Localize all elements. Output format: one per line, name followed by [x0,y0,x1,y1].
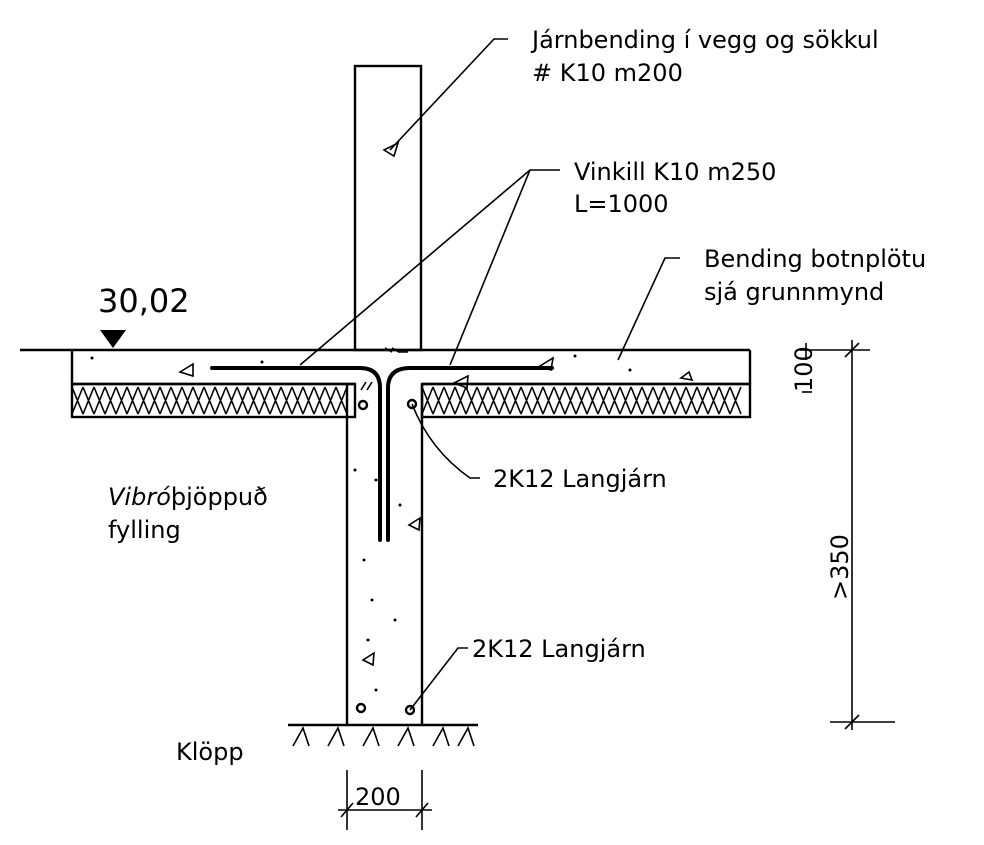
depth-dimension [812,340,895,730]
concrete-marks [178,347,694,667]
long-bar-label-upper: 2K12 Langjárn [493,465,667,493]
footing-width-label: 200 [355,783,401,811]
rock-hatch [292,726,475,747]
long-bar-dot [357,399,369,411]
angle-label-2: L=1000 [574,190,669,218]
fill-label-2: fylling [108,516,181,544]
level-label: 30,02 [98,282,190,320]
slab-label-1: Bending botnplötu [704,245,926,273]
insulation-left [70,382,357,419]
angle-label-1: Vinkill K10 m250 [574,158,776,186]
level-marker-icon [100,330,126,348]
angle-bar-left [210,366,382,542]
wall [353,64,423,352]
slab-rebar-leader [617,257,680,361]
wall-rebar-leader [389,38,508,151]
long-bar-label-lower: 2K12 Langjárn [472,635,646,663]
fill-label-italic: Vibró [108,483,171,511]
insulation-right [420,382,752,419]
angle-bar-right [386,366,554,542]
fill-label-1: Vibróþjöppuð [108,483,268,511]
concrete-dots [90,354,632,692]
fill-label-rest: þjöppuð [171,483,268,511]
long-bar-dot [406,398,418,410]
slab-dimension [800,343,812,393]
angle-leader-2 [449,169,531,366]
width-dimension [338,770,432,830]
slab-label-2: sjá grunnmynd [704,278,884,306]
footing-depth-label: >350 [826,534,854,600]
slab-thickness-label: 100 [790,346,818,392]
long-bar-dot [355,702,367,714]
long-bar-leader-upper [411,403,480,479]
wall-rebar-label-2: # K10 m200 [532,59,683,87]
long-bar-leader-lower [409,647,468,711]
angle-leader-1 [299,169,560,366]
long-bar-dot [404,704,416,716]
wall-rebar-label-1: Járnbending í vegg og sökkul [530,26,879,54]
rock-label: Klöpp [176,738,244,766]
